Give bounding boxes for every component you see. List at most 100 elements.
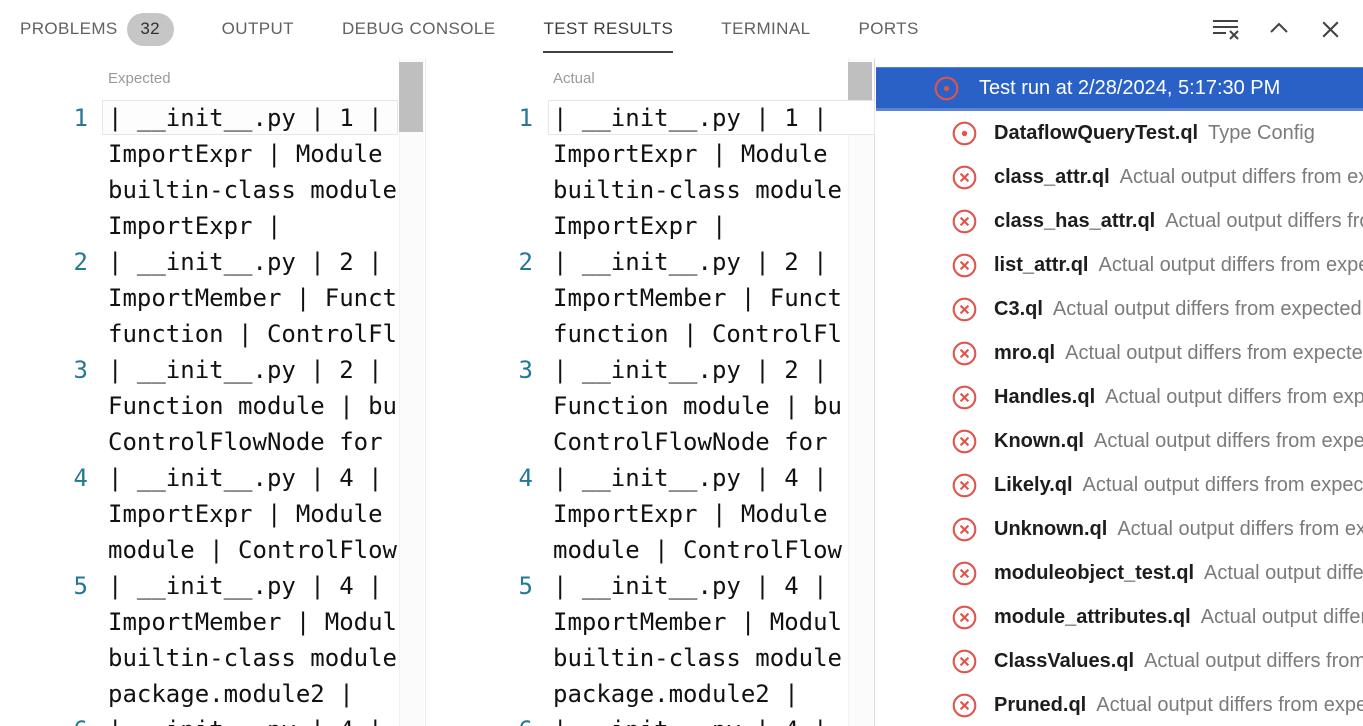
test-result-row[interactable]: Likely.ql Actual output differs from expe… [876, 463, 1363, 507]
code-line: 2 | __init__.py | 2 | ImportMember | Func… [505, 244, 874, 352]
actual-editor-pane: Actual 1| __init__.py | 1 | ImportExpr |… [505, 58, 875, 726]
code-line-text: | __init__.py | 4 | ImportMember | Modul… [108, 572, 397, 708]
test-result-row[interactable]: ClassValues.ql Actual output differs from… [876, 639, 1363, 683]
panel-tab-output[interactable]: OUTPUT [222, 0, 294, 58]
failed-circle-icon [952, 649, 977, 673]
tab-label: TERMINAL [721, 19, 811, 38]
failed-circle-icon [952, 605, 977, 629]
test-result-row[interactable]: Handles.ql Actual output differs from exp… [876, 375, 1363, 419]
test-message: Actual output differs from expected outp… [1052, 297, 1363, 320]
line-number: 4 [518, 464, 533, 492]
line-number: 5 [518, 572, 533, 600]
line-number: 6 [505, 712, 533, 726]
line-number: 4 [73, 464, 88, 492]
test-name: class_has_attr.ql [994, 209, 1156, 232]
code-line-text: | __init__.py | 4 | [553, 712, 828, 726]
failed-circle-icon [952, 253, 977, 277]
test-name: DataflowQueryTest.ql [994, 121, 1199, 144]
test-message: Actual output differs from expected outp… [1119, 165, 1363, 188]
panel-tab-bar: PROBLEMS 32 OUTPUT DEBUG CONSOLE TEST RESULT… [0, 0, 1363, 58]
code-line: 6 | __init__.py | 4 | [505, 712, 874, 726]
panel-tab-debug-console[interactable]: DEBUG CONSOLE [342, 0, 496, 58]
test-message: Actual output differs from expected outp… [1096, 693, 1363, 716]
failed-circle-icon [952, 165, 977, 189]
code-line-text: | __init__.py | 4 | ImportMember | Modul… [553, 572, 842, 708]
test-name: Likely.ql [994, 473, 1073, 496]
test-result-row[interactable]: C3.ql Actual output differs from expected… [876, 287, 1363, 331]
code-line: 4 | __init__.py | 4 | ImportExpr | Module… [505, 460, 874, 568]
test-message: Actual output differs from expected outp… [1144, 649, 1363, 672]
test-results-tree: Test run at 2/28/2024, 5:17:30 PM Dataflo… [876, 58, 1363, 726]
actual-pane-header: Actual [553, 70, 595, 87]
scrollbar-thumb[interactable] [399, 62, 423, 132]
line-number: 1 [518, 104, 533, 132]
code-line-text: | __init__.py | 1 | ImportExpr | Module … [108, 104, 397, 240]
test-name: moduleobject_test.ql [994, 561, 1195, 584]
line-number: 3 [518, 356, 533, 384]
tab-label: PROBLEMS [20, 19, 118, 38]
failed-circle-icon [952, 473, 977, 497]
code-line: 1| __init__.py | 1 | ImportExpr | Module… [505, 100, 874, 244]
test-message: Actual output differs from expected outp… [1165, 209, 1363, 232]
error-circle-icon [934, 76, 959, 100]
line-number: 1 [73, 104, 88, 132]
error-circle-icon [952, 121, 977, 145]
line-number: 2 [518, 248, 533, 276]
test-result-row[interactable]: DataflowQueryTest.ql Type Config [876, 111, 1363, 155]
panel-tab-ports[interactable]: PORTS [858, 0, 918, 58]
test-message: Actual output differs from expected outp… [1200, 605, 1363, 628]
failed-circle-icon [952, 517, 977, 541]
panel-actions [1211, 0, 1343, 58]
failed-circle-icon [952, 693, 977, 717]
test-name: Handles.ql [994, 385, 1096, 408]
panel-tab-problems[interactable]: PROBLEMS 32 [20, 0, 174, 58]
code-line: 5 | __init__.py | 4 | ImportMember | Modu… [60, 568, 425, 712]
test-message: Actual output differs from expected outp… [1105, 385, 1363, 408]
test-message: Actual output differs from expected outp… [1082, 473, 1363, 496]
panel-tab-test-results[interactable]: TEST RESULTS [543, 0, 674, 58]
code-line-text: | __init__.py | 4 | [108, 712, 383, 726]
failed-circle-icon [952, 429, 977, 453]
failed-circle-icon [952, 297, 977, 321]
close-icon[interactable] [1318, 17, 1343, 42]
test-message: Actual output differs from expected outp… [1093, 429, 1363, 452]
panel-tab-terminal[interactable]: TERMINAL [721, 0, 810, 58]
expected-editor-pane: Expected 1 | __init__.py | 1 | ImportExpr… [60, 58, 426, 726]
scrollbar-track[interactable] [848, 58, 873, 726]
scrollbar-track[interactable] [399, 58, 424, 726]
test-name: C3.ql [994, 297, 1043, 320]
failed-circle-icon [952, 341, 977, 365]
expected-pane-header: Expected [108, 70, 171, 87]
failed-circle-icon [952, 209, 977, 233]
problems-count-badge: 32 [126, 12, 174, 46]
test-run-row[interactable]: Test run at 2/28/2024, 5:17:30 PM [876, 67, 1363, 111]
code-line: 6| __init__.py | 4 | [60, 712, 425, 726]
code-line: 2 | __init__.py | 2 | ImportMember | Func… [60, 244, 425, 352]
code-line-text: | __init__.py | 4 | ImportExpr | Module … [553, 464, 842, 564]
code-line-text: | __init__.py | 2 | Function module | bu… [108, 356, 397, 456]
test-message: Type Config [1208, 121, 1315, 144]
code-line-text: | __init__.py | 2 | ImportMember | Funct… [553, 248, 842, 348]
code-line-text: | __init__.py | 4 | ImportExpr | Module … [108, 464, 397, 564]
code-line: 3| __init__.py | 2 | Function module | b… [60, 352, 425, 460]
test-result-row[interactable]: moduleobject_test.ql Actual output differ… [876, 551, 1363, 595]
code-line-text: | __init__.py | 2 | ImportMember | Funct… [108, 248, 397, 348]
test-result-row[interactable]: class_has_attr.ql Actual output differs f… [876, 199, 1363, 243]
expected-code-editor[interactable]: 1 | __init__.py | 1 | ImportExpr | Module… [60, 100, 425, 726]
actual-code-editor[interactable]: 1| __init__.py | 1 | ImportExpr | Module… [505, 100, 874, 726]
failed-circle-icon [952, 561, 977, 585]
test-message: Actual output differs from expected outp… [1204, 561, 1363, 584]
clear-all-icon[interactable] [1211, 16, 1240, 42]
line-number: 5 [73, 572, 88, 600]
line-number: 2 [73, 248, 88, 276]
test-run-label: Test run at 2/28/2024, 5:17:30 PM [979, 76, 1281, 99]
chevron-up-icon[interactable] [1267, 17, 1291, 41]
test-name: ClassValues.ql [994, 649, 1135, 672]
